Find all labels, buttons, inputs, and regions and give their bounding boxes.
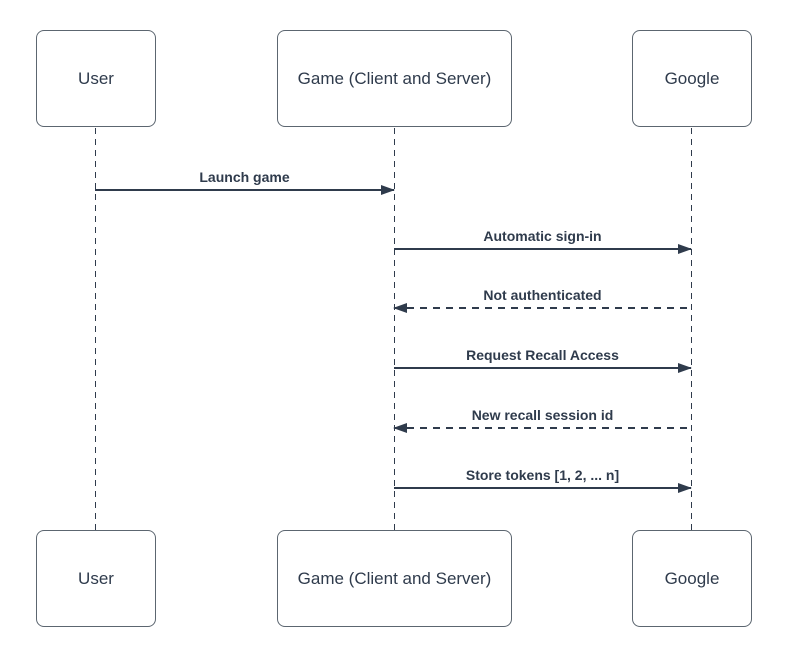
actor-box-game-bottom: Game (Client and Server) [277, 530, 512, 627]
arrowhead-right-icon [678, 244, 692, 254]
actor-label-game: Game (Client and Server) [297, 568, 492, 588]
message-label: Store tokens [1, 2, ... n] [465, 467, 620, 483]
message-line [394, 427, 691, 429]
message-label: Request Recall Access [466, 347, 619, 363]
actor-label-user: User [78, 568, 114, 588]
message-label: Launch game [199, 169, 290, 185]
actor-box-user-bottom: User [36, 530, 156, 627]
message-line [95, 189, 394, 191]
actor-box-user-top: User [36, 30, 156, 127]
arrowhead-right-icon [381, 185, 395, 195]
arrowhead-left-icon [393, 423, 407, 433]
message-label: New recall session id [471, 407, 614, 423]
message-line [394, 487, 691, 489]
actor-box-game-top: Game (Client and Server) [277, 30, 512, 127]
message-not-authenticated: Not authenticated [393, 287, 691, 313]
actor-label-google: Google [664, 568, 720, 588]
lifeline-google [690, 128, 692, 530]
actor-box-google-bottom: Google [632, 530, 752, 627]
lifeline-game [393, 128, 395, 530]
message-line [394, 248, 691, 250]
arrowhead-left-icon [393, 303, 407, 313]
message-store-tokens: Store tokens [1, 2, ... n] [394, 467, 692, 493]
actor-label-google: Google [664, 68, 720, 88]
message-launch-game: Launch game [95, 169, 395, 195]
message-request-recall-access: Request Recall Access [394, 347, 692, 373]
message-line [394, 307, 691, 309]
message-new-recall-session-id: New recall session id [393, 407, 691, 433]
message-line [394, 367, 691, 369]
actor-label-game: Game (Client and Server) [297, 68, 492, 88]
message-label: Automatic sign-in [483, 228, 602, 244]
message-label: Not authenticated [483, 287, 602, 303]
arrowhead-right-icon [678, 483, 692, 493]
actor-label-user: User [78, 68, 114, 88]
lifeline-user [94, 128, 96, 530]
message-automatic-sign-in: Automatic sign-in [394, 228, 692, 254]
actor-box-google-top: Google [632, 30, 752, 127]
arrowhead-right-icon [678, 363, 692, 373]
